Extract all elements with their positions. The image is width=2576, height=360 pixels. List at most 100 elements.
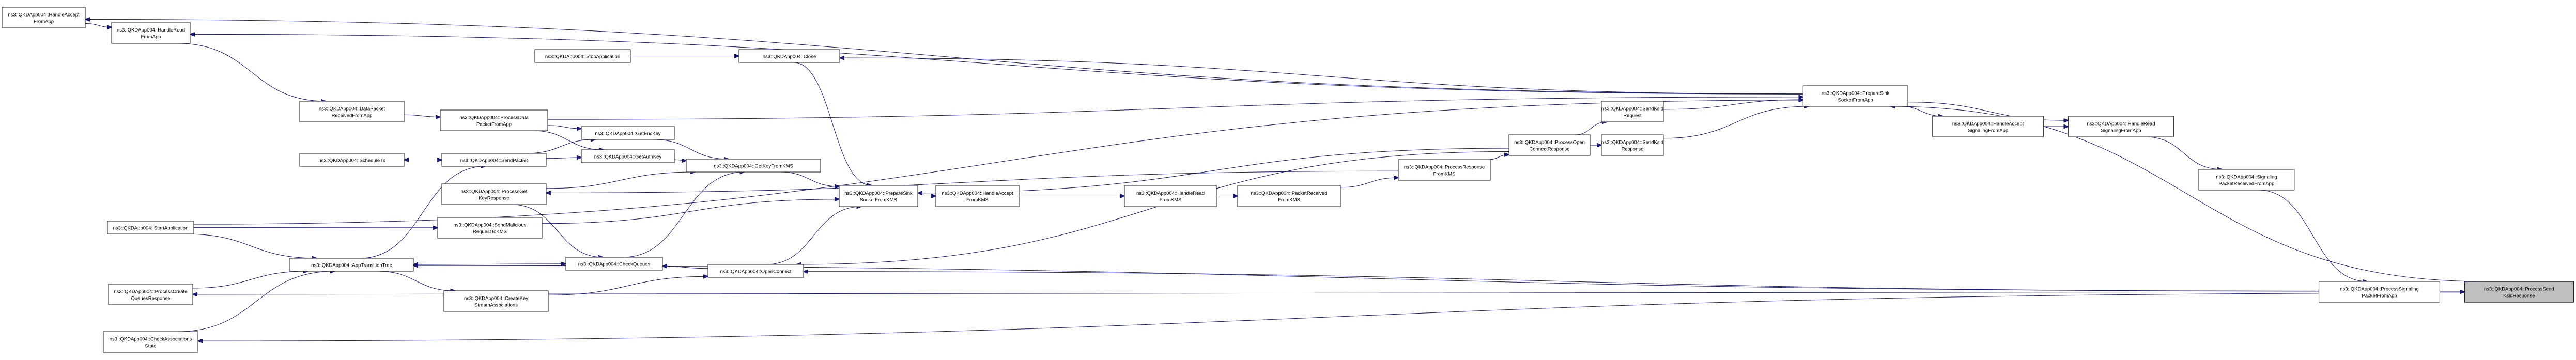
node-get-auth-key[interactable]: ns3::QKDApp004::GetAuthKey	[581, 149, 675, 163]
node-box	[289, 258, 414, 272]
node-label: ns3::QKDApp004::Close	[763, 54, 816, 60]
edge-PacketReceivedFromKMS-to-ProcessResponseFromKMS	[1340, 178, 1398, 188]
node-data-packet-received-from-app[interactable]: ns3::QKDApp004::DataPacketReceivedFromAp…	[299, 101, 405, 122]
node-label: QueuesResponse	[131, 296, 170, 302]
node-label: ns3::QKDApp004::HandleAccept	[8, 12, 80, 18]
node-box	[1601, 134, 1664, 156]
node-box	[565, 257, 663, 271]
nodes-layer: ns3::QKDApp004::HandleAcceptFromAppns3::…	[2, 7, 2574, 353]
edge-ProcessOpenConnectResponse-to-SendKsidRequest	[1575, 122, 1607, 135]
node-label: RequestToKMS	[473, 229, 507, 235]
edge-GetKeyFromKMS-to-PrepareSinkSocketFromKMS	[780, 171, 839, 186]
node-label: FromApp	[34, 19, 54, 25]
node-label: PacketReceivedFromApp	[2219, 181, 2275, 187]
edge-CheckAssociationsState-to-AppTransitionTree	[177, 271, 335, 332]
node-label: ns3::QKDApp004::StopApplication	[545, 54, 620, 60]
node-label: ns3::QKDApp004::HandleRead	[2087, 121, 2155, 127]
node-box	[2, 7, 86, 28]
node-send-malicious-request-to-kms[interactable]: ns3::QKDApp004::SendMaliciousRequestToKM…	[437, 217, 543, 239]
node-label: ns3::QKDApp004::ProcessGet	[461, 189, 528, 195]
node-box	[935, 185, 1020, 207]
node-signaling-packet-received-from-app[interactable]: ns3::QKDApp004::SignalingPacketReceivedF…	[2198, 169, 2295, 191]
edge-SendPacket-to-GetEncKey	[526, 139, 595, 154]
node-box	[111, 22, 191, 44]
node-label: SocketFromKMS	[860, 197, 897, 203]
node-get-enc-key[interactable]: ns3::QKDApp004::GetEncKey	[581, 126, 675, 140]
edge-GetAuthKey-to-GetKeyFromKMS	[674, 160, 686, 161]
node-label: ns3::QKDApp004::ProcessResponse	[1404, 165, 1485, 170]
node-process-open-connect-response[interactable]: ns3::QKDApp004::ProcessOpenConnectRespon…	[1508, 134, 1591, 156]
node-box	[534, 49, 631, 63]
node-label: ns3::QKDApp004::ProcessSend	[2484, 287, 2554, 292]
node-label: FromKMS	[1160, 197, 1182, 203]
node-label: ns3::QKDApp004::HandleRead	[1136, 191, 1205, 196]
node-label: FromKMS	[966, 197, 989, 203]
node-app-transition-tree[interactable]: ns3::QKDApp004::AppTransitionTree	[289, 258, 414, 272]
node-box	[299, 153, 405, 167]
node-label: SignalingFromApp	[1968, 128, 2008, 134]
edge-SendKsidResponse-to-PrepareSinkSocketFromApp	[1663, 106, 1809, 139]
node-schedule-tx[interactable]: ns3::QKDApp004::ScheduleTx	[299, 153, 405, 167]
edge-PrepareSinkSocketFromApp-to-HandleReadFromApp	[190, 34, 1803, 95]
node-box	[2068, 116, 2174, 137]
node-get-key-from-kms[interactable]: ns3::QKDApp004::GetKeyFromKMS	[686, 159, 821, 173]
node-label: ns3::QKDApp004::HandleRead	[117, 27, 185, 33]
node-process-signaling-packet-from-app[interactable]: ns3::QKDApp004::ProcessSignalingPacketFr…	[2318, 281, 2441, 303]
node-box	[2198, 169, 2295, 191]
edge-ProcessOpenConnectResponse-to-OpenConnect	[796, 151, 1509, 264]
node-stop-application[interactable]: ns3::QKDApp004::StopApplication	[534, 49, 631, 63]
node-create-key-stream-associations[interactable]: ns3::QKDApp004::CreateKeyStreamAssociati…	[443, 290, 549, 312]
node-label: StreamAssociations	[474, 303, 518, 308]
edge-HandleReadSignalingFromApp-to-SignalingPacketReceivedFromApp	[2145, 136, 2223, 169]
edge-CreateKeyStreamAssociations-to-OpenConnect	[548, 276, 708, 295]
node-check-queues[interactable]: ns3::QKDApp004::CheckQueues	[565, 257, 663, 271]
node-label: ns3::QKDApp004::PrepareSink	[844, 191, 913, 196]
node-box	[441, 153, 547, 167]
node-handle-accept-signaling-from-app[interactable]: ns3::QKDApp004::HandleAcceptSignalingFro…	[1932, 116, 2044, 137]
node-label: KsidResponse	[2503, 293, 2535, 299]
node-send-packet[interactable]: ns3::QKDApp004::SendPacket	[441, 153, 547, 167]
node-start-application[interactable]: ns3::QKDApp004::StartApplication	[107, 221, 194, 234]
node-box	[107, 221, 194, 234]
edge-SendKsidRequest-to-PrepareSinkSocketFromApp	[1663, 100, 1803, 110]
edges-layer	[85, 19, 2484, 341]
node-label: ns3::QKDApp004::SendMalicious	[454, 223, 527, 228]
node-handle-read-signaling-from-app[interactable]: ns3::QKDApp004::HandleReadSignalingFromA…	[2068, 116, 2174, 137]
node-close[interactable]: ns3::QKDApp004::Close	[738, 49, 840, 63]
edge-PrepareSinkSocketFromApp-to-HandleAcceptFromApp	[85, 19, 1803, 95]
node-label: ns3::QKDApp004::GetAuthKey	[594, 154, 662, 160]
node-label: ConnectResponse	[1529, 147, 1569, 152]
node-open-connect[interactable]: ns3::QKDApp004::OpenConnect	[707, 264, 804, 278]
node-box	[437, 217, 543, 239]
node-box	[2464, 281, 2574, 303]
edge-ProcessGetKeyResponse-to-CheckQueues	[512, 204, 603, 257]
node-label: SignalingFromApp	[2101, 128, 2141, 134]
node-box	[1601, 101, 1664, 122]
node-label: ns3::QKDApp004::CreateKey	[464, 296, 528, 302]
node-label: FromApp	[141, 34, 161, 40]
edge-SendMaliciousRequestToKMS-to-PrepareSinkSocketFromKMS	[542, 199, 839, 224]
node-process-create-queues-response[interactable]: ns3::QKDApp004::ProcessCreateQueuesRespo…	[108, 284, 193, 305]
node-label: ns3::QKDApp004::HandleAccept	[942, 191, 1013, 196]
node-label: State	[145, 343, 156, 349]
node-box	[443, 290, 549, 312]
edge-GetEncKey-to-GetKeyFromKMS	[653, 139, 729, 159]
node-label: ns3::QKDApp004::SendKsid	[1601, 106, 1663, 112]
edge-SendPacket-to-GetAuthKey	[546, 158, 581, 159]
edge-ProcessDataPacketFromApp-to-GetAuthKey	[532, 130, 604, 150]
